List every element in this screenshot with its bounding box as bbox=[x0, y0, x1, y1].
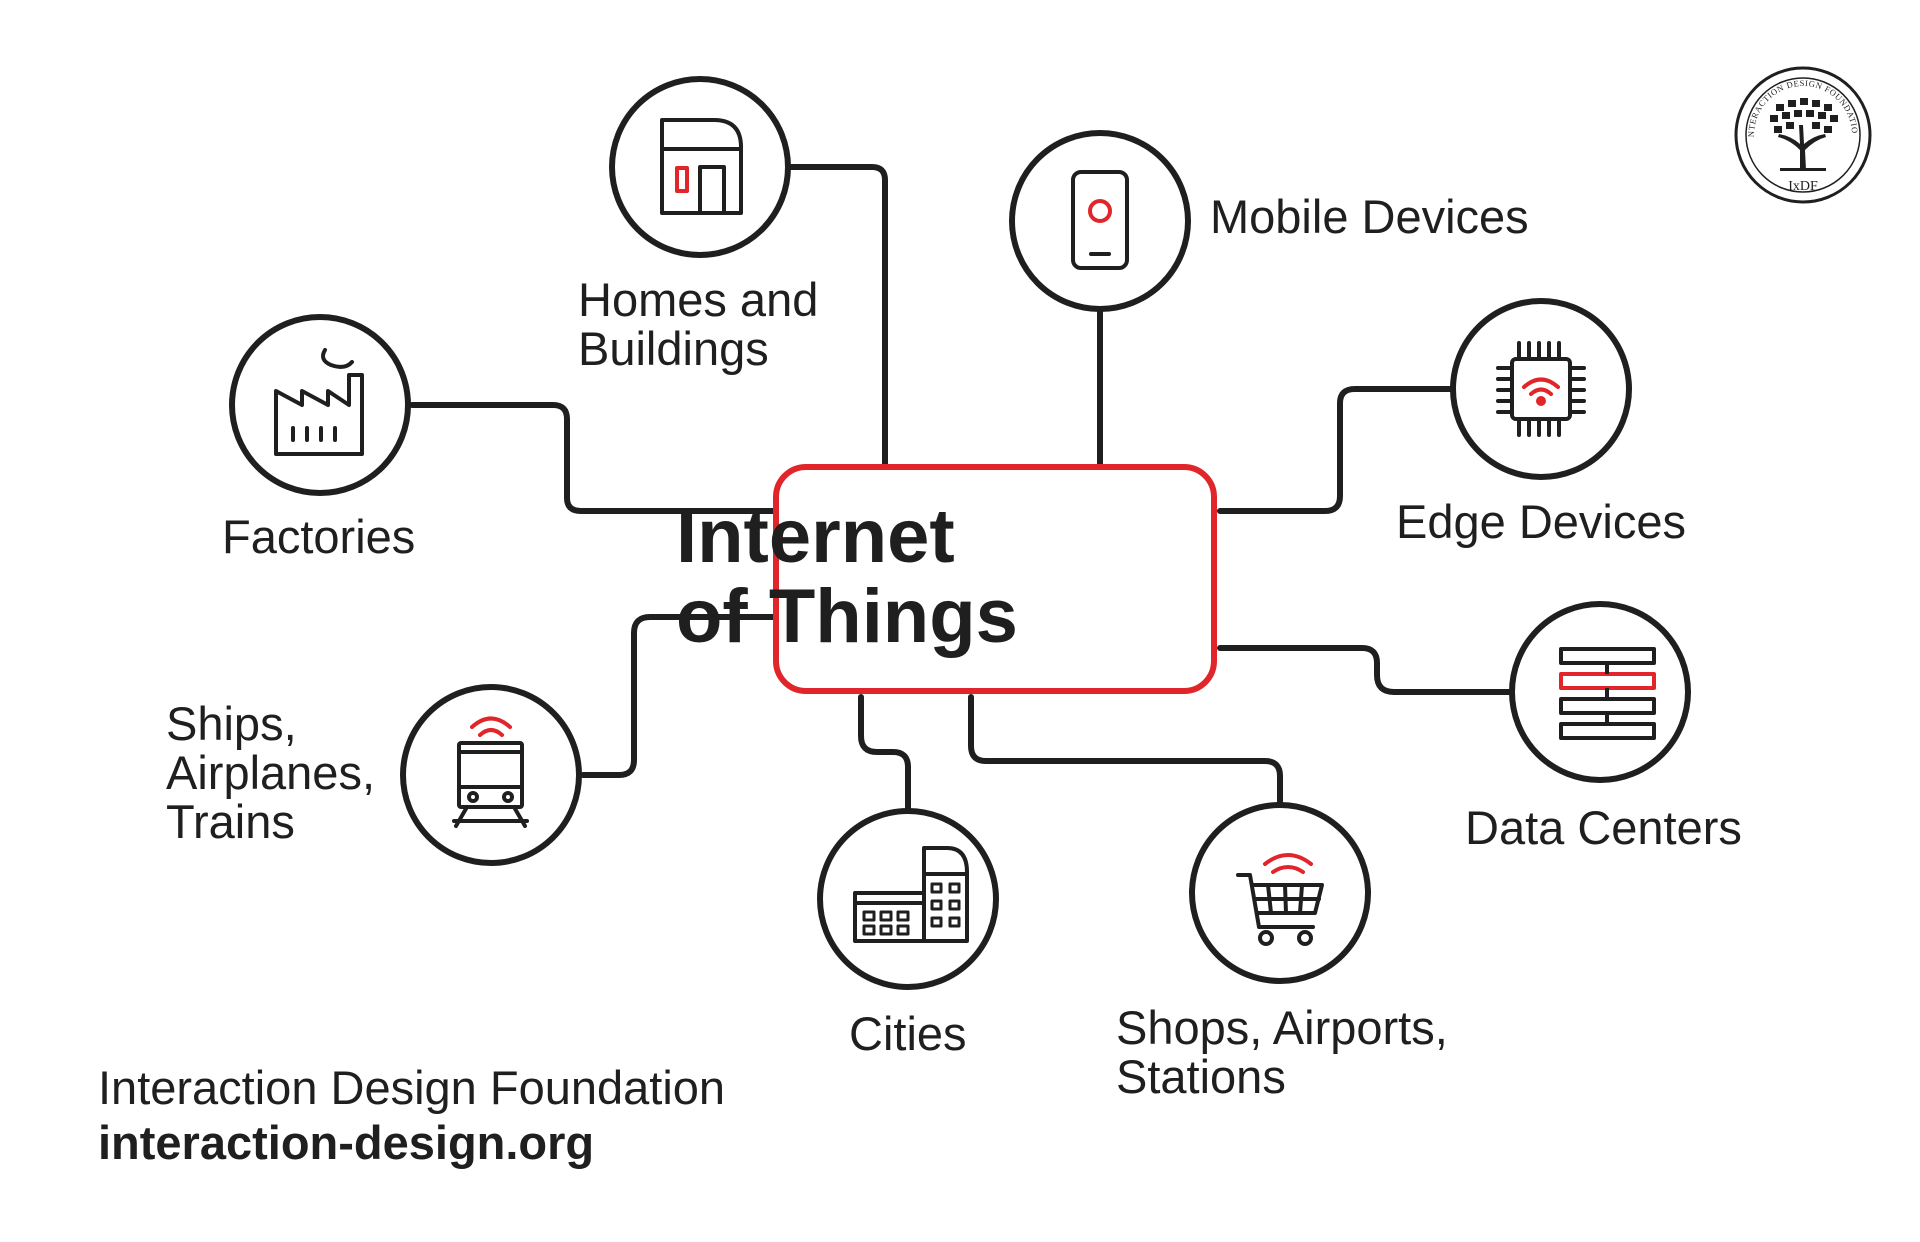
connector-shops bbox=[968, 694, 1283, 808]
connector-factories bbox=[409, 402, 779, 514]
node-circle-transport bbox=[400, 684, 582, 866]
shopping-cart-icon bbox=[1236, 853, 1324, 946]
label-shops: Shops, Airports, Stations bbox=[1116, 1001, 1448, 1103]
server-rack-icon bbox=[1559, 647, 1656, 740]
label-datacenters: Data Centers bbox=[1465, 801, 1742, 854]
label-transport: Ships, Airplanes, Trains bbox=[166, 697, 375, 848]
train-icon bbox=[452, 716, 529, 828]
label-factories: Factories bbox=[222, 510, 416, 563]
connector-homes bbox=[787, 164, 888, 473]
connector-edge bbox=[1217, 386, 1453, 514]
footer-url[interactable]: interaction-design.org bbox=[98, 1116, 595, 1169]
node-circle-cities bbox=[817, 808, 999, 990]
connector-datacenters bbox=[1217, 645, 1512, 695]
svg-text:INTERACTION DESIGN FOUNDATION: INTERACTION DESIGN FOUNDATION bbox=[0, 0, 1860, 137]
footer-org-name: Interaction Design Foundation bbox=[98, 1061, 726, 1114]
node-circle-shops bbox=[1189, 802, 1371, 984]
connector-transport bbox=[580, 614, 779, 778]
tree-icon bbox=[1770, 98, 1838, 171]
node-circle-datacenters bbox=[1509, 601, 1691, 783]
house-icon bbox=[660, 118, 743, 215]
hub-label: Internet of Things bbox=[676, 494, 1018, 659]
logo-text: IxDF bbox=[1788, 179, 1818, 194]
hub-box bbox=[773, 464, 1217, 694]
smartphone-icon bbox=[1071, 170, 1129, 270]
chip-wifi-icon bbox=[1496, 341, 1586, 437]
node-circle-factories bbox=[229, 314, 411, 496]
label-edge: Edge Devices bbox=[1396, 495, 1686, 548]
label-homes: Homes and Buildings bbox=[578, 273, 819, 375]
city-buildings-icon bbox=[853, 846, 969, 943]
connector-cities bbox=[858, 694, 911, 813]
factory-icon bbox=[274, 348, 364, 456]
logo-ring-text: INTERACTION DESIGN FOUNDATION bbox=[0, 0, 1859, 137]
ixdf-logo: INTERACTION DESIGN FOUNDATION IxDF bbox=[0, 0, 1872, 204]
label-mobile: Mobile Devices bbox=[1210, 190, 1529, 243]
label-cities: Cities bbox=[849, 1007, 967, 1060]
